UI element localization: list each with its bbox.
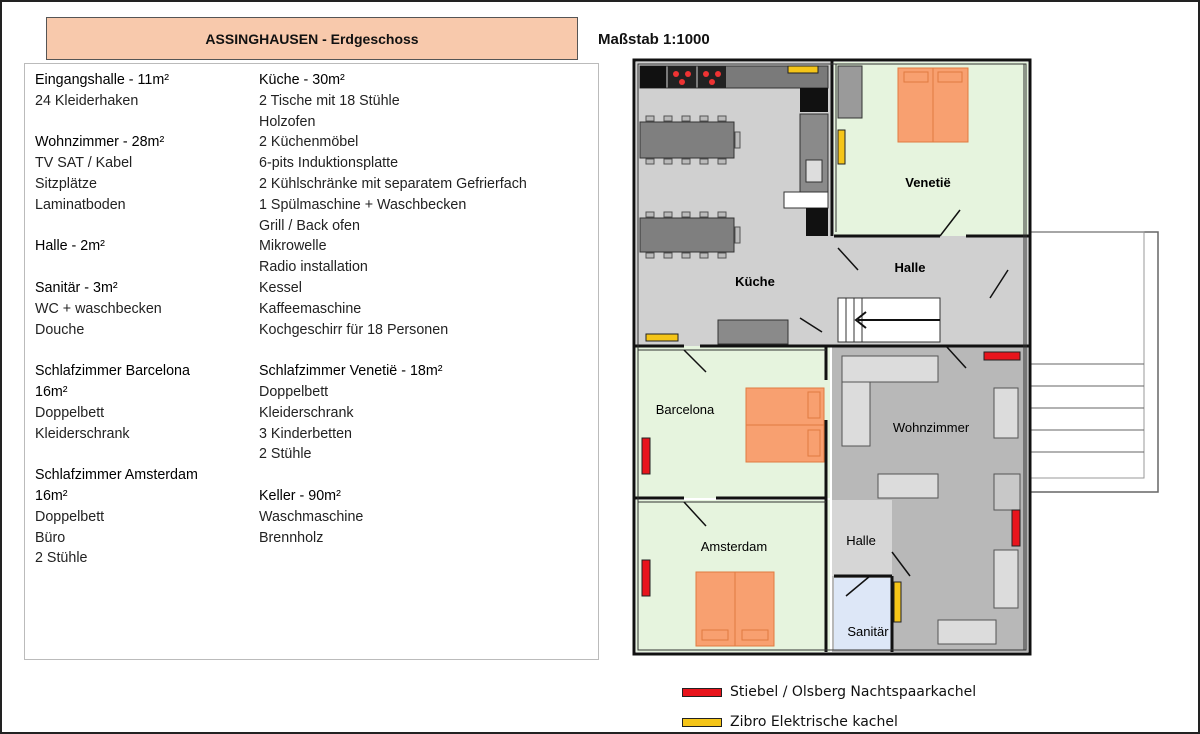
room-title: Schlafzimmer Barcelona [35,363,190,380]
room-feature: Doppelbett [259,383,329,400]
room-feature: 2 Stühle [259,446,312,463]
room-entry-kueche: Küche - 30m² 2 Tische mit 18 Stühle Holz… [259,70,589,340]
room-area: 16m² [35,383,68,400]
small-halle-floor [832,500,892,576]
inner-wall-lines [637,63,1027,651]
room-feature: Laminatboden [35,196,126,213]
room-feature: Douche [35,321,85,338]
room-info-panel [24,63,599,660]
room-entry-keller: Keller - 90m² Waschmaschine Brennholz [259,486,589,548]
room-feature: WC + waschbecken [35,300,162,317]
room-feature: 2 Kühlschränke mit separatem Gefrierfach [259,175,527,192]
room-feature: TV SAT / Kabel [35,155,133,172]
room-feature: Doppelbett [35,404,105,421]
room-title: Schlafzimmer Venetië - 18m² [259,363,443,380]
room-feature: 2 Stühle [35,550,88,567]
heater-yellow [645,333,679,342]
room-feature: 2 Tische mit 18 Stühle [259,92,400,109]
beds [695,67,969,647]
room-area: 16m² [35,487,68,504]
heater-yellow [837,129,846,165]
room-feature: Büro [35,529,66,546]
room-label-amsterdam: Amsterdam [701,539,767,554]
room-title: Sanitär - 3m² [35,279,118,296]
room-list-left: Eingangshalle - 11m² 24 Kleiderhaken Woh… [35,70,250,590]
legend-item-yellow: Zibro Elektrische kachel [682,714,898,730]
room-title: Keller - 90m² [259,487,341,504]
exterior-stairs [1029,231,1159,493]
doors [683,209,1009,597]
room-feature: Sitzplätze [35,175,97,192]
room-title: Küche - 30m² [259,72,345,88]
room-feature: Kessel [259,279,302,296]
room-feature: Holzofen [259,113,316,130]
room-title: Halle - 2m² [35,238,105,255]
heater-red [1011,509,1021,547]
room-feature: 6-pits Induktionsplatte [259,155,399,172]
plan-title: ASSINGHAUSEN - Erdgeschoss [46,17,578,60]
room-label-kueche: Küche [735,274,775,289]
room-entry-amsterdam: Schlafzimmer Amsterdam 16m² Doppelbett B… [35,465,250,569]
heater-red [641,559,651,597]
room-feature: Waschmaschine [259,508,364,525]
kitchen-furniture [639,65,863,345]
room-feature: Doppelbett [35,508,105,525]
room-feature: Kleiderschrank [259,404,354,421]
room-entry-barcelona: Schlafzimmer Barcelona 16m² Doppelbett K… [35,361,250,444]
legend-item-red: Stiebel / Olsberg Nachtspaarkachel [682,684,976,700]
room-label-barcelona: Barcelona [656,402,715,417]
room-feature: 3 Kinderbetten [259,425,352,442]
room-entry-venetie: Schlafzimmer Venetië - 18m² Doppelbett K… [259,361,589,465]
room-label-sanitaer: Sanitär [847,624,889,639]
room-feature: Kaffeemaschine [259,300,362,317]
room-label-wohnzimmer: Wohnzimmer [893,420,970,435]
room-label-venetie: Venetië [905,175,951,190]
heater-yellow [893,581,902,623]
room-feature: 1 Spülmaschine + Waschbecken [259,196,467,213]
legend-label: Stiebel / Olsberg Nachtspaarkachel [730,684,977,700]
room-entry-wohnzimmer: Wohnzimmer - 28m² TV SAT / Kabel Sitzplä… [35,132,250,215]
room-title: Schlafzimmer Amsterdam [35,467,198,484]
room-feature: 24 Kleiderhaken [35,92,139,109]
heater-yellow [787,65,819,74]
room-entry-sanitaer: Sanitär - 3m² WC + waschbecken Douche [35,278,250,340]
room-feature: 2 Küchenmöbel [259,134,359,151]
room-feature: Grill / Back ofen [259,217,360,234]
room-feature: Radio installation [259,259,368,276]
room-title: Wohnzimmer - 28m² [35,134,165,151]
living-furniture [841,355,1021,645]
room-label-halle: Halle [894,260,925,275]
legend-swatch [682,687,722,697]
room-label-small-halle: Halle [846,533,876,548]
room-list-right: Küche - 30m² 2 Tische mit 18 Stühle Holz… [259,70,589,569]
heater-red [641,437,651,475]
room-title: Eingangshalle - 11m² [35,72,170,88]
heaters [641,65,1021,623]
room-feature: Mikrowelle [259,238,327,255]
legend-label: Zibro Elektrische kachel [730,714,898,730]
legend-swatch [682,717,722,727]
heater-red [983,351,1021,361]
room-feature: Kochgeschirr für 18 Personen [259,321,449,338]
room-feature: Brennholz [259,529,324,546]
room-entry-eingangshalle: Eingangshalle - 11m² 24 Kleiderhaken [35,70,250,112]
room-entry-halle: Halle - 2m² [35,236,250,257]
interior-stairs [837,297,941,343]
scale-label: Maßstab 1:1000 [598,31,710,48]
room-feature: Kleiderschrank [35,425,130,442]
sanitary-floor [834,578,892,650]
walls [632,58,1032,656]
